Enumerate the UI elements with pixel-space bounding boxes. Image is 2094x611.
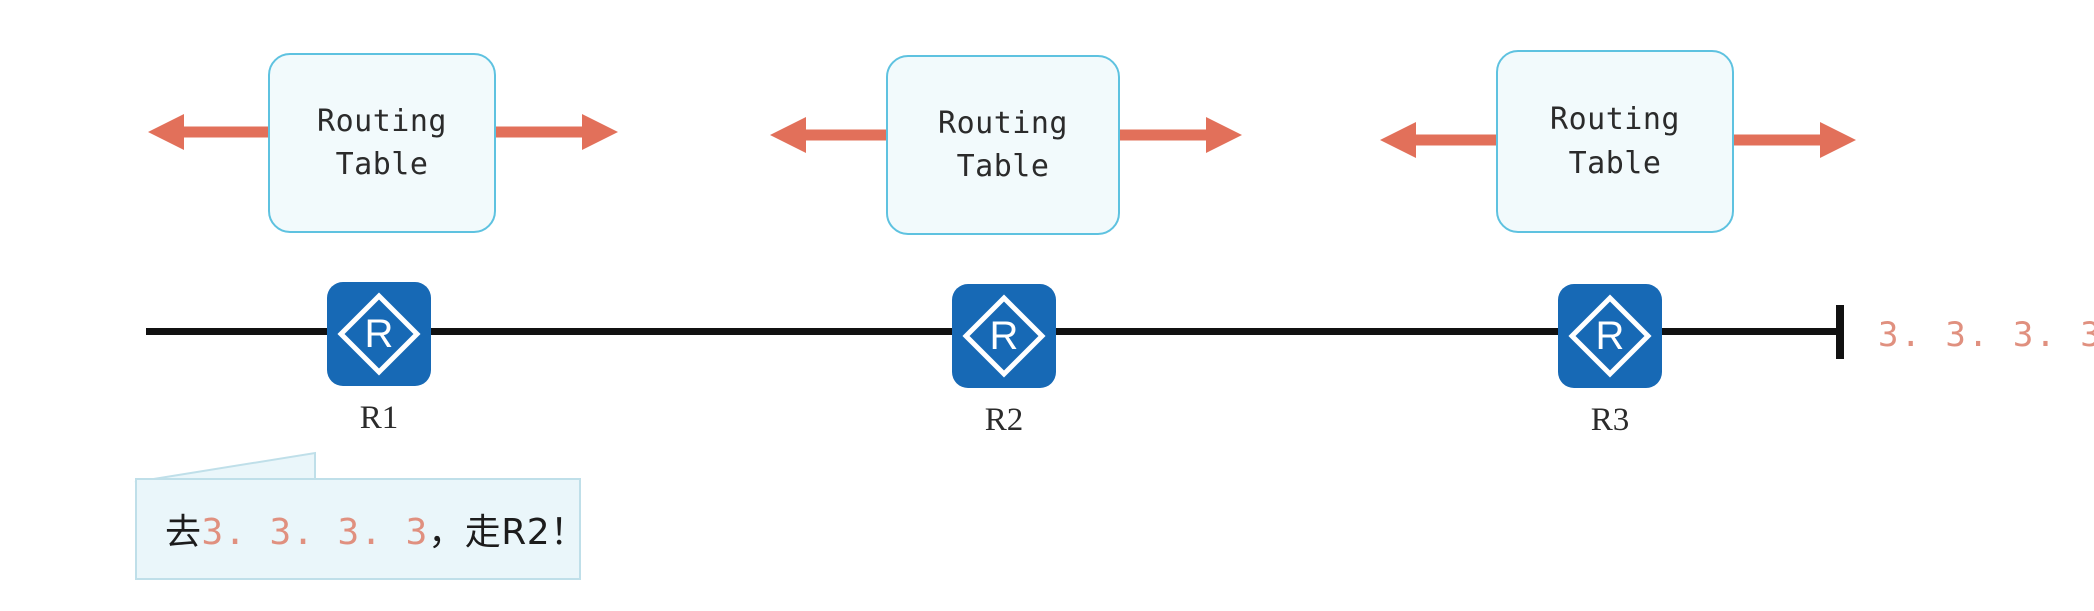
routing-table-3-line-2: Table <box>1568 145 1662 181</box>
routing-table-2-line-1: Routing <box>938 105 1068 141</box>
routing-table-1-right-arrow <box>490 114 618 150</box>
svg-text:R: R <box>365 312 394 356</box>
routing-table-3-left-arrow <box>1380 122 1508 158</box>
svg-text:R: R <box>1596 314 1625 358</box>
callout-text: 去3. 3. 3. 3，走R2！ <box>137 503 587 555</box>
callout-text-suffix: ，走R2！ <box>428 512 587 553</box>
router-icon-r2[interactable]: R <box>950 282 1058 390</box>
routing-table-2-line-2: Table <box>956 149 1050 184</box>
routing-table-1-line-2: Table <box>335 147 429 182</box>
routing-table-1-left-arrow <box>148 114 276 150</box>
router-icon-r3[interactable]: R <box>1556 282 1664 390</box>
routing-table-3: Routing Table <box>1496 50 1734 233</box>
svg-text:R: R <box>990 314 1019 358</box>
routing-table-2-right-arrow <box>1114 117 1242 153</box>
routing-table-2-left-arrow <box>770 117 898 153</box>
routing-table-1: Routing Table <box>268 53 496 233</box>
routing-table-1-line-1: Routing <box>317 103 447 139</box>
routing-table-2: Routing Table <box>886 55 1120 235</box>
routing-table-3-right-arrow <box>1728 122 1856 158</box>
destination-ip-label: 3. 3. 3. 3 <box>1878 315 2094 355</box>
callout-text-ip: 3. 3. 3. 3 <box>201 512 429 553</box>
callout-body: 去3. 3. 3. 3，走R2！ <box>135 478 586 580</box>
routing-table-3-line-1: Routing <box>1550 102 1680 137</box>
router-label-r2: R2 <box>984 402 1024 438</box>
callout-text-prefix: 去 <box>165 512 202 553</box>
router-label-r1: R1 <box>359 400 399 436</box>
router-icon-r1[interactable]: R <box>325 280 433 388</box>
link-terminator-bar <box>1836 305 1844 359</box>
router-label-r3: R3 <box>1590 402 1630 438</box>
